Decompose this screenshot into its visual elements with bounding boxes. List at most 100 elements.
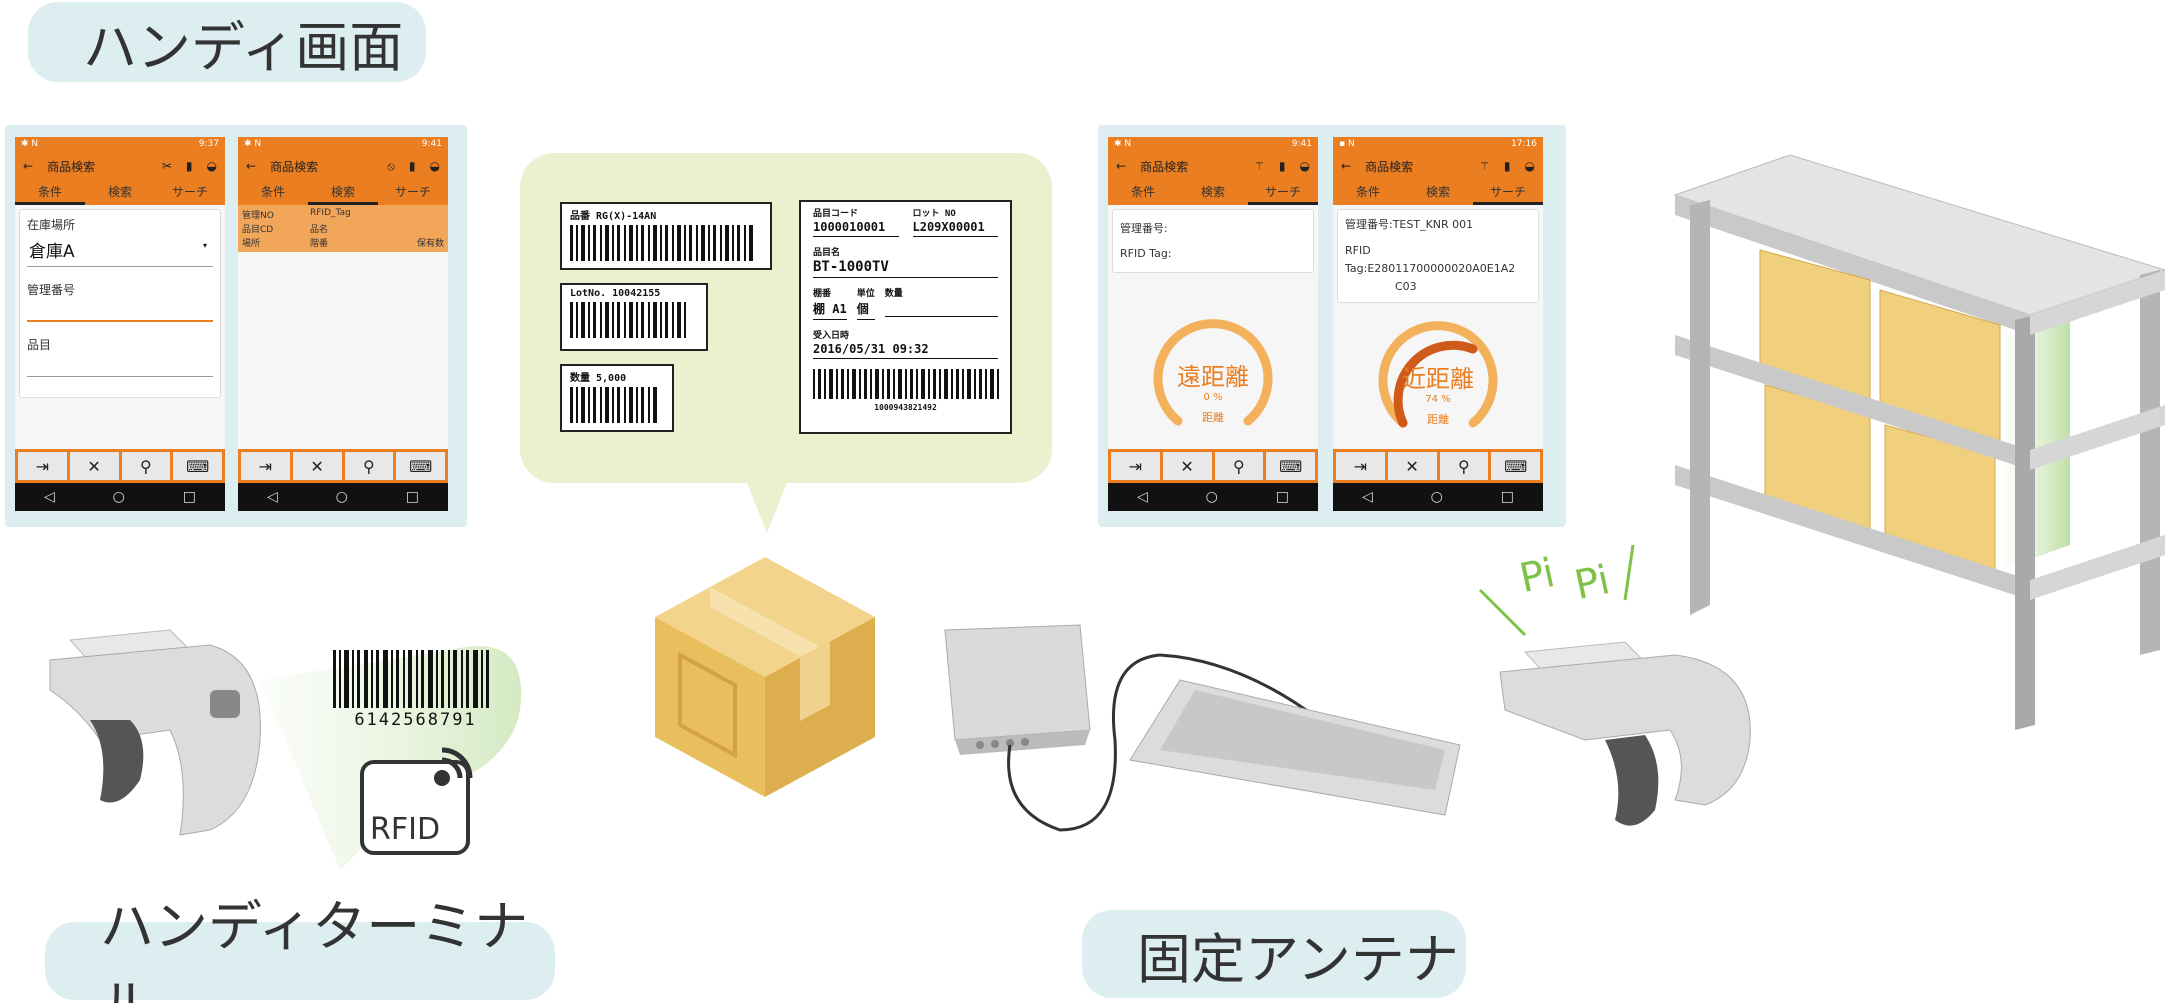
rfid-wave-icon [434,747,473,786]
nav-back-icon[interactable]: ◁ [266,489,278,505]
nav-home-icon[interactable]: ○ [1205,489,1218,505]
app-title: 商品検索 [47,159,96,174]
mgmt-no-text: 管理番号: [1120,222,1168,235]
keyboard-icon[interactable]: ⌨ [1491,452,1540,480]
exit-icon[interactable]: ⇥ [241,452,290,480]
nav-home-icon[interactable]: ○ [1430,489,1443,505]
tab-condition[interactable]: 条件 [260,185,285,199]
qty-value [884,299,998,317]
gauge-svg [1153,319,1273,426]
nav-recent-icon[interactable]: □ [405,489,420,505]
name-value: BT-1000TV [813,258,998,278]
close-icon[interactable]: ✕ [1162,452,1212,480]
app-bar: ← 商品検索 ⚚ ▮ ◒ [1108,151,1318,181]
name-key: 品目名 [813,248,841,258]
location-select[interactable]: 倉庫A▾ [27,233,213,267]
close-icon[interactable]: ✕ [69,452,119,480]
nav-recent-icon[interactable]: □ [1500,489,1515,505]
nav-back-icon[interactable]: ◁ [43,489,55,505]
tab-locate[interactable]: サーチ [1248,181,1318,205]
lot-key: ロット NO [912,209,956,219]
tag-info-card: 管理番号: RFID Tag: [1112,209,1314,273]
tab-locate[interactable]: サーチ [394,185,431,199]
tab-condition[interactable]: 条件 [1130,185,1155,199]
bubble-tail [745,478,789,533]
android-nav-bar: ◁ ○ □ [238,483,448,511]
item-no-text: 品番 RG(X)-14AN [570,211,657,222]
rfid-text: RFID [370,812,441,847]
item-input[interactable] [27,353,213,377]
quantity-text: 数量 5,000 [570,373,627,384]
gauge-svg [1378,321,1498,428]
wifi-icon: ◒ [1524,159,1535,173]
tab-condition[interactable]: 条件 [15,181,85,205]
gauge-sub: 距離 [1202,411,1224,424]
back-arrow-icon[interactable]: ← [1341,159,1352,173]
handy-terminal-heading: ハンディターミナル [45,895,555,1003]
signal-icon[interactable]: ⚚ [1254,159,1265,173]
fixed-antenna-heading: 固定アンテナ [1082,910,1466,998]
keyboard-icon[interactable]: ⌨ [173,452,222,480]
android-nav-bar: ◁ ○ □ [15,483,225,511]
block-icon[interactable]: ⦸ [387,158,395,173]
close-icon[interactable]: ✕ [292,452,342,480]
dropdown-icon: ▾ [202,241,207,250]
nav-back-icon[interactable]: ◁ [1136,489,1148,505]
tab-locate[interactable]: サーチ [1473,181,1543,205]
bottom-toolbar: ⇥ ✕ ⚲ ⌨ [1108,449,1318,483]
search-icon[interactable]: ⚲ [1439,452,1489,480]
cardboard-box-icon [655,557,875,797]
barcode-number-text: 6142568791 [354,710,477,730]
nav-recent-icon[interactable]: □ [182,489,197,505]
nav-home-icon[interactable]: ○ [112,489,125,505]
tab-search[interactable]: 検索 [1200,185,1225,199]
tab-locate[interactable]: サーチ [171,185,208,199]
gauge-label: 遠距離 [1177,363,1249,391]
mgmt-no-input[interactable] [27,298,213,322]
sound-lines [1478,544,1635,637]
exit-icon[interactable]: ⇥ [18,452,67,480]
bottom-toolbar: ⇥ ✕ ⚲ ⌨ [238,449,448,483]
tab-search[interactable]: 検索 [1425,185,1450,199]
back-arrow-icon[interactable]: ← [23,159,34,173]
back-arrow-icon[interactable]: ← [1116,159,1127,173]
handy-terminal-reading [1499,641,1751,826]
exit-icon[interactable]: ⇥ [1111,452,1160,480]
nav-home-icon[interactable]: ○ [335,489,348,505]
nav-recent-icon[interactable]: □ [1275,489,1290,505]
exit-icon[interactable]: ⇥ [1336,452,1385,480]
tab-bar: 条件 検索 サーチ [238,181,448,205]
app-title: 商品検索 [270,159,319,174]
back-arrow-icon[interactable]: ← [246,159,257,173]
keyboard-icon[interactable]: ⌨ [396,452,445,480]
barcode-icon [570,225,753,261]
app-bar: ← 商品検索 ✂ ▮ ◒ [15,151,225,181]
bottom-toolbar: ⇥ ✕ ⚲ ⌨ [1333,449,1543,483]
close-icon[interactable]: ✕ [1387,452,1437,480]
nav-back-icon[interactable]: ◁ [1361,489,1373,505]
tab-condition[interactable]: 条件 [1355,185,1380,199]
battery-icon: ▮ [1278,159,1286,173]
search-icon[interactable]: ⚲ [1214,452,1264,480]
tab-search[interactable]: 検索 [308,181,378,205]
signal-icon[interactable]: ⚚ [1479,159,1490,173]
lot-value: L209X00001 [912,219,998,237]
gauge-percent: 0 % [1203,392,1223,403]
tab-search[interactable]: 検索 [107,185,132,199]
distance-gauge: 遠距離 0 % 距離 [1148,317,1278,447]
android-nav-bar: ◁ ○ □ [1333,483,1543,511]
handy-terminal-device [49,629,261,836]
keyboard-icon[interactable]: ⌨ [1266,452,1315,480]
search-icon[interactable]: ⚲ [121,452,171,480]
rfid-tag-text: RFID Tag: [1120,247,1172,260]
scanner-icon[interactable]: ✂ [161,159,172,173]
field-label-location: 在庫場所 [27,218,76,232]
unit-key: 単位 [856,289,875,299]
app-bar: ← 商品検索 ⦸ ▮ ◒ [238,151,448,181]
search-icon[interactable]: ⚲ [344,452,394,480]
